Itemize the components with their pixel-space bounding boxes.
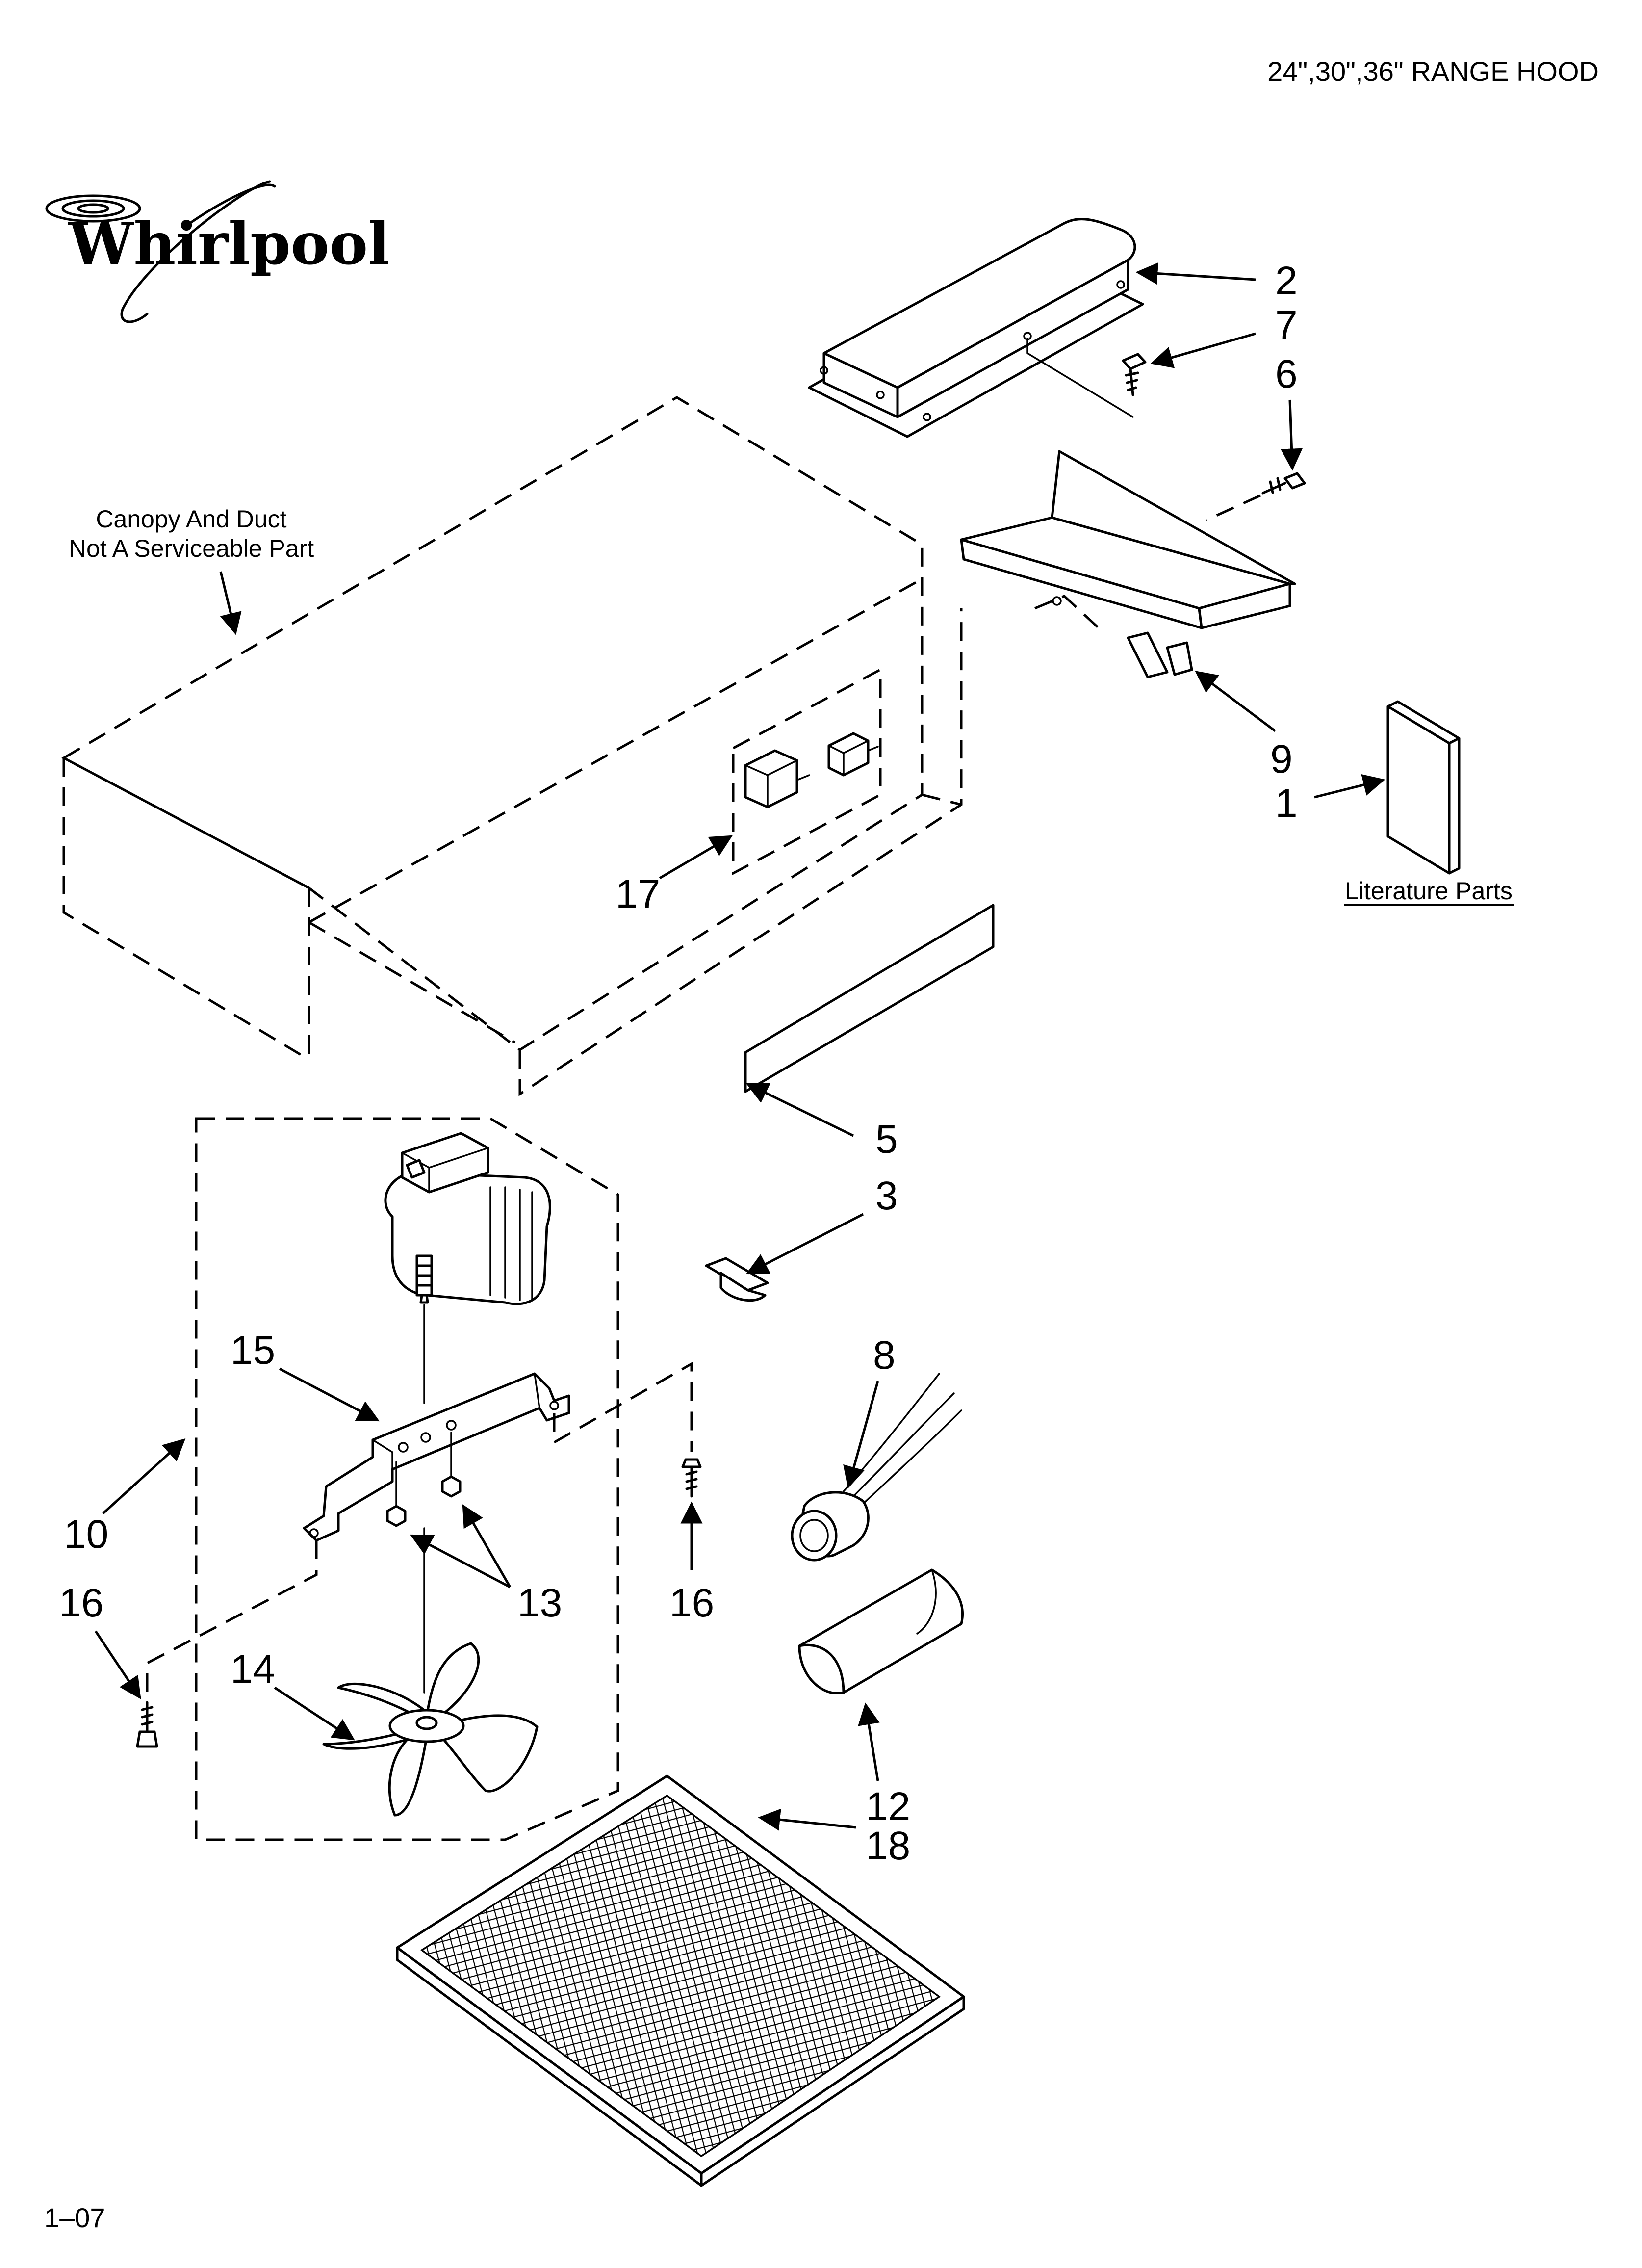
- callout-16b: 16: [669, 1581, 714, 1625]
- part-2-cover: [808, 218, 1144, 438]
- callout-5-arrow: [745, 1083, 854, 1137]
- part-5-label: [744, 904, 995, 1093]
- callout-13-arrow-b: [462, 1504, 512, 1588]
- callout-3-arrow: [745, 1213, 864, 1275]
- part-15-bracket: [303, 1372, 570, 1542]
- part-7-screw: [1122, 353, 1147, 396]
- callout-18-arrow: [758, 1808, 856, 1831]
- part-12-lens: [798, 1568, 964, 1694]
- callout-1: 1: [1275, 781, 1298, 826]
- callout-5: 5: [875, 1117, 898, 1162]
- part-16-screw-left: [136, 1701, 158, 1748]
- callout-14: 14: [231, 1647, 275, 1692]
- callout-16a-arrow: [94, 1630, 141, 1699]
- part-3-clip: [705, 1257, 769, 1302]
- callout-12: 12: [866, 1784, 910, 1829]
- canopy-outline: [61, 396, 963, 1096]
- model-title: 24",30",36" RANGE HOOD: [1267, 56, 1599, 87]
- callout-6: 6: [1275, 352, 1298, 396]
- motor: [384, 1132, 551, 1305]
- callout-18: 18: [866, 1824, 910, 1868]
- callout-16a: 16: [59, 1581, 103, 1625]
- brand-wordmark: Whirlpool: [68, 209, 390, 278]
- part-16-screw-right: [681, 1458, 702, 1498]
- callout-6-arrow: [1281, 399, 1303, 471]
- callout-9: 9: [1270, 737, 1293, 782]
- callout-8: 8: [873, 1333, 896, 1378]
- callout-7-arrow: [1150, 332, 1256, 368]
- callout-3: 3: [875, 1173, 898, 1218]
- literature-parts-label: Literature Parts: [1345, 877, 1513, 905]
- callout-7: 7: [1275, 303, 1298, 347]
- part-18-filter: [396, 1774, 965, 2187]
- callout-17-arrow: [659, 835, 733, 880]
- callout-1-arrow: [1314, 774, 1385, 799]
- callout-2-arrow: [1135, 262, 1256, 285]
- screw-16-right-leader: [553, 1361, 693, 1452]
- brand-logo: Whirlpool: [45, 180, 390, 323]
- part-14-fan-blade: [322, 1527, 539, 1817]
- screw-16-left-leader: [146, 1540, 318, 1697]
- callout-13-arrow-a: [410, 1534, 511, 1589]
- part-17-switches: [732, 667, 882, 876]
- part-10-blower-assembly: [195, 1117, 619, 1841]
- callout-17: 17: [616, 872, 660, 916]
- callout-10-arrow: [102, 1438, 186, 1514]
- part-9-bracket: [960, 450, 1296, 678]
- callout-13: 13: [517, 1581, 562, 1625]
- canopy-note-line2: Not A Serviceable Part: [69, 535, 314, 562]
- part-6-screw: [1206, 472, 1306, 521]
- callout-12-arrow: [858, 1702, 880, 1781]
- canopy-note-line1: Canopy And Duct: [96, 505, 286, 533]
- callout-15-arrow: [279, 1367, 380, 1422]
- canopy-note-arrow: [219, 571, 242, 635]
- callout-15: 15: [231, 1328, 275, 1373]
- callout-8-arrow: [843, 1381, 879, 1489]
- footer-code: 1–07: [44, 2202, 105, 2233]
- part-8-socket: [791, 1373, 962, 1562]
- callout-2: 2: [1275, 259, 1298, 303]
- callout-10: 10: [64, 1512, 108, 1557]
- part-1-literature: [1386, 700, 1461, 875]
- callout-9-arrow: [1195, 671, 1276, 732]
- part-13-nuts: [386, 1432, 462, 1527]
- callout-14-arrow: [274, 1686, 355, 1741]
